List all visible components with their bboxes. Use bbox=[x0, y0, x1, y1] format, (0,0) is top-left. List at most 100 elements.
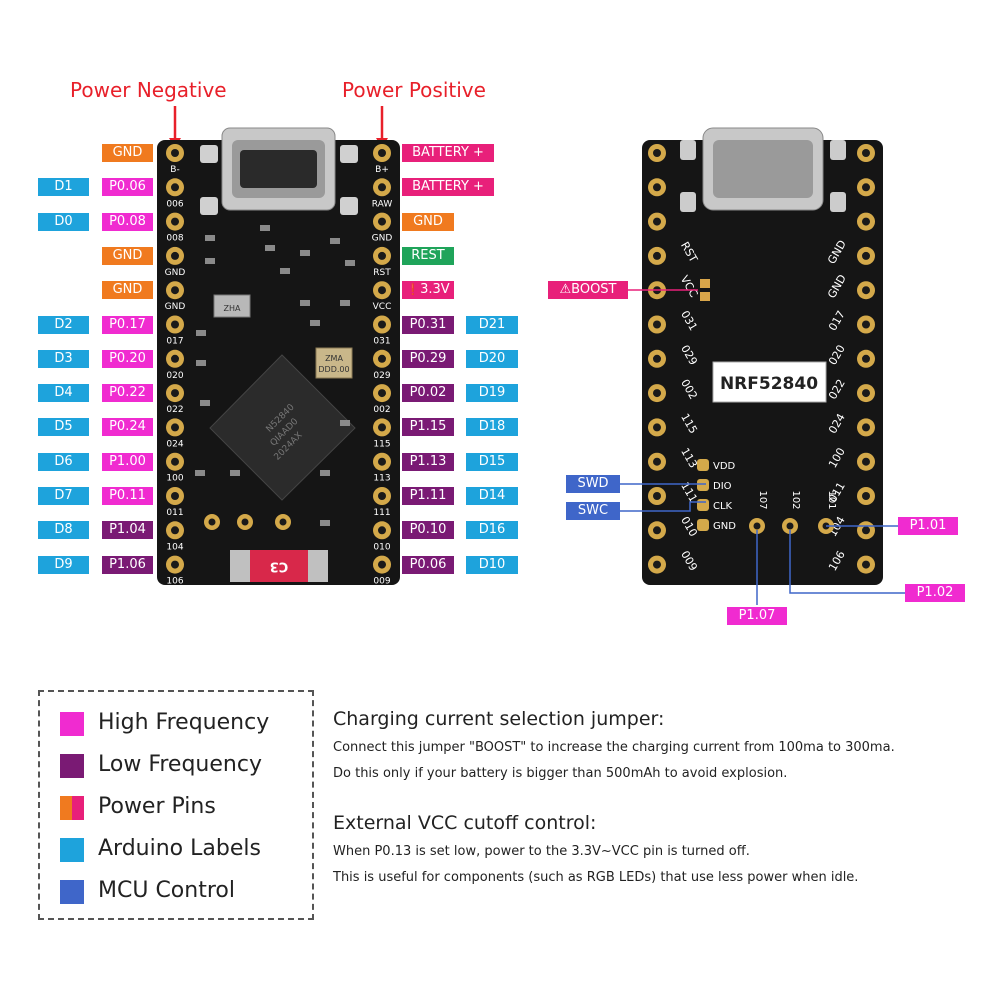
arduino-label: D5 bbox=[38, 418, 89, 437]
back-right-pin-hole bbox=[862, 389, 870, 398]
front-left-pin-hole bbox=[171, 320, 179, 329]
vcc-note-title: External VCC cutoff control: bbox=[333, 812, 597, 834]
front-right-silk-label: 009 bbox=[373, 577, 390, 587]
swc-leader-line bbox=[620, 501, 706, 512]
front-left-pin-hole bbox=[171, 423, 179, 432]
front-usb-tab bbox=[200, 197, 218, 215]
back-bottom-pad-label: 107 bbox=[757, 490, 768, 509]
back-swd-pad bbox=[697, 499, 709, 511]
left-pin-label: P1.06 bbox=[102, 555, 153, 574]
right-pin-label: P1.11 bbox=[402, 487, 454, 505]
legend-label: Low Frequency bbox=[98, 752, 262, 777]
back-right-pin-hole bbox=[862, 149, 870, 157]
back-left-pin-hole bbox=[653, 217, 661, 226]
back-right-pin-hole bbox=[862, 251, 870, 260]
back-left-pin-hole bbox=[653, 251, 661, 260]
back-left-pin-hole bbox=[653, 183, 661, 192]
back-right-pin-hole bbox=[862, 286, 870, 295]
jumper-note-line: Connect this jumper "BOOST" to increase … bbox=[333, 740, 895, 755]
front-smd-part bbox=[340, 300, 350, 306]
arduino-label: D8 bbox=[38, 521, 89, 540]
back-left-pin-hole bbox=[653, 457, 661, 466]
front-smd-part bbox=[196, 330, 206, 336]
arduino-label: D9 bbox=[38, 555, 89, 574]
front-smd-part bbox=[195, 470, 205, 476]
front-usb-c-tongue bbox=[240, 150, 317, 188]
front-right-pin-hole bbox=[378, 217, 386, 226]
arduino-label: D20 bbox=[466, 349, 518, 368]
left-pin-label: GND bbox=[102, 281, 153, 300]
p107-label: P1.07 bbox=[727, 607, 787, 625]
p102-label: P1.02 bbox=[905, 584, 965, 602]
swc-label: SWC bbox=[566, 502, 620, 520]
boost-jumper-pad bbox=[700, 279, 710, 288]
jumper-note-title: Charging current selection jumper: bbox=[333, 708, 665, 730]
back-right-pin-hole bbox=[862, 183, 870, 192]
arduino-label: D7 bbox=[38, 487, 89, 505]
front-right-pin-hole bbox=[378, 526, 386, 535]
boost-jumper-pad bbox=[700, 292, 710, 301]
back-bottom-pad-label: 102 bbox=[790, 490, 801, 509]
front-smd-part bbox=[200, 400, 210, 406]
left-pin-label: P0.08 bbox=[102, 212, 153, 231]
right-pin-label: P1.13 bbox=[402, 452, 454, 471]
back-left-pin-hole bbox=[653, 389, 661, 398]
back-bottom-pad-hole bbox=[753, 522, 761, 530]
front-left-silk-label: 022 bbox=[166, 405, 183, 415]
front-right-pin-hole bbox=[378, 251, 386, 260]
boost-label: ⚠BOOST bbox=[548, 281, 628, 299]
front-smd-part bbox=[320, 520, 330, 526]
arduino-label: D10 bbox=[466, 555, 518, 574]
front-right-silk-label: VCC bbox=[373, 302, 392, 312]
front-crystal bbox=[213, 294, 251, 318]
arduino-label: D3 bbox=[38, 349, 89, 368]
right-pin-label: GND bbox=[402, 212, 454, 231]
arduino-label: D6 bbox=[38, 452, 89, 471]
back-right-pin-hole bbox=[862, 526, 870, 535]
front-smd-part bbox=[280, 268, 290, 274]
front-right-silk-label: 113 bbox=[373, 474, 390, 484]
right-pin-label-text: 3.3V bbox=[420, 282, 450, 298]
front-left-silk-label: GND bbox=[165, 302, 186, 312]
back-usb-tab bbox=[830, 140, 846, 160]
arduino-label: D21 bbox=[466, 315, 518, 334]
legend-swatch bbox=[60, 880, 84, 904]
left-pin-label: P0.20 bbox=[102, 349, 153, 368]
arduino-label: D0 bbox=[38, 212, 89, 231]
front-left-pin-hole bbox=[171, 492, 179, 500]
back-left-pin-hole bbox=[653, 526, 661, 535]
back-right-pin-hole bbox=[862, 354, 870, 363]
front-right-pin-hole bbox=[378, 560, 386, 569]
front-usb-tab bbox=[340, 145, 358, 163]
arduino-label: D19 bbox=[466, 384, 518, 403]
front-smd-part bbox=[320, 470, 330, 476]
front-right-silk-label: RAW bbox=[372, 199, 393, 209]
front-right-pin-hole bbox=[378, 354, 386, 363]
right-pin-label: P0.06 bbox=[402, 555, 454, 574]
front-smd-part bbox=[310, 320, 320, 326]
back-swd-pad-label: CLK bbox=[713, 501, 733, 512]
front-smd-part bbox=[205, 235, 215, 241]
left-pin-label: GND bbox=[102, 246, 153, 265]
front-smd-part bbox=[196, 360, 206, 366]
front-right-silk-label: 002 bbox=[373, 405, 390, 415]
left-pin-label: P0.06 bbox=[102, 178, 153, 197]
right-pin-label: P0.02 bbox=[402, 384, 454, 403]
front-crystal-text: DDD.00 bbox=[318, 365, 349, 374]
back-left-pin-hole bbox=[653, 149, 661, 157]
front-right-pin-hole bbox=[378, 492, 386, 500]
front-crystal-text: ZMA bbox=[325, 354, 343, 363]
arduino-label: D2 bbox=[38, 315, 89, 334]
front-smd-part bbox=[205, 258, 215, 264]
front-left-pin-hole bbox=[171, 251, 179, 260]
front-left-silk-label: 020 bbox=[166, 371, 183, 381]
front-left-silk-label: 024 bbox=[166, 439, 183, 449]
back-bottom-pad-hole bbox=[786, 522, 794, 530]
front-right-silk-label: 031 bbox=[373, 337, 390, 347]
arduino-label: D18 bbox=[466, 418, 518, 437]
front-right-silk-label: 029 bbox=[373, 371, 390, 381]
front-right-silk-label: B+ bbox=[375, 165, 389, 175]
front-right-silk-label: 115 bbox=[373, 439, 390, 449]
front-right-silk-label: RST bbox=[373, 268, 391, 278]
front-right-silk-label: GND bbox=[372, 234, 393, 244]
